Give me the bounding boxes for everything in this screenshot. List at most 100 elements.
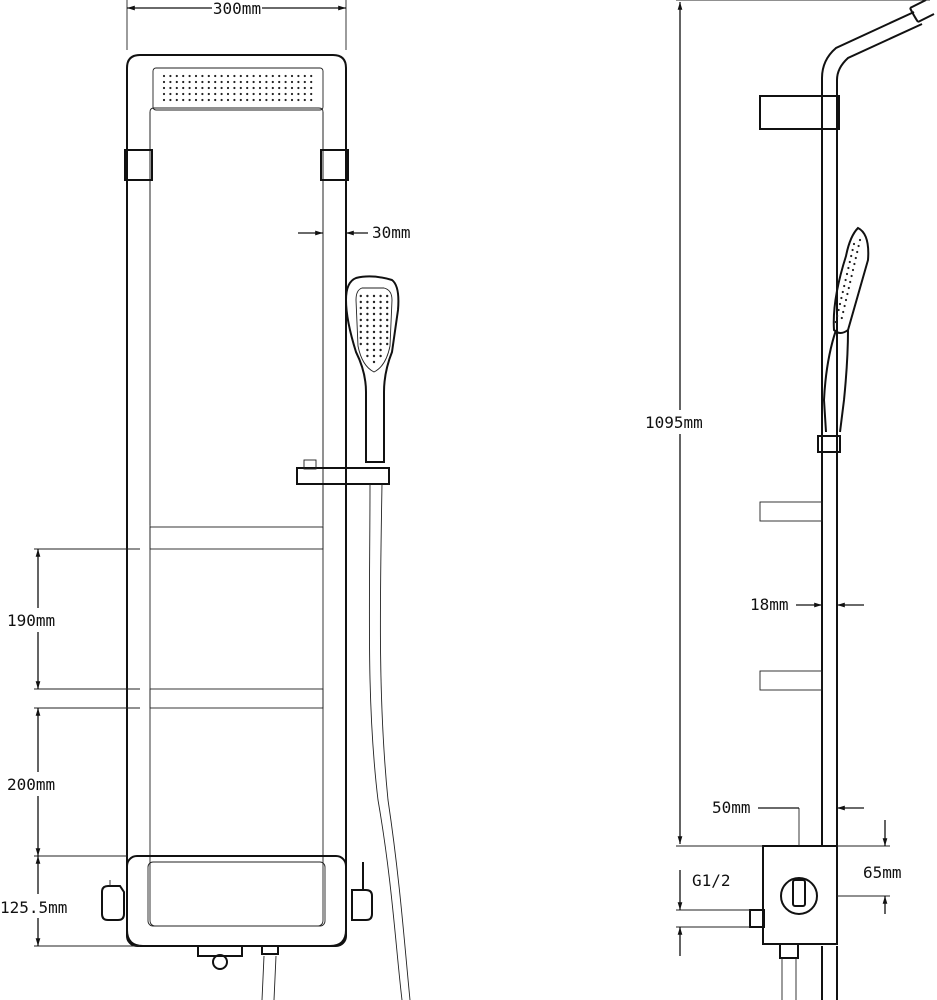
rain-nozzle: [271, 86, 274, 90]
rain-nozzle: [201, 98, 204, 102]
panel-inner-opening: [149, 107, 324, 927]
rain-nozzle: [265, 80, 268, 84]
side-nozzle: [840, 296, 843, 300]
rain-nozzle: [207, 92, 210, 96]
rain-nozzle: [310, 74, 313, 78]
rain-nozzle: [220, 92, 223, 96]
rain-nozzle: [162, 80, 166, 84]
rain-nozzle: [162, 86, 166, 90]
hand-nozzle: [359, 312, 362, 316]
side-nozzle: [848, 260, 851, 264]
rain-nozzle: [284, 92, 287, 96]
hand-nozzle: [379, 342, 382, 346]
rain-nozzle: [284, 98, 287, 102]
rain-nozzle: [297, 86, 300, 90]
bottom-outlet-nut: [212, 954, 228, 970]
hand-nozzle: [379, 324, 382, 328]
rain-nozzle: [201, 80, 204, 84]
side-nozzle: [844, 298, 848, 302]
rain-nozzle: [271, 74, 274, 78]
rain-nozzle: [214, 98, 217, 102]
rain-nozzle: [182, 98, 185, 102]
side-nozzle: [843, 284, 846, 288]
side-nozzle: [838, 302, 842, 306]
side-nozzle: [843, 304, 846, 308]
rain-nozzle: [303, 74, 306, 78]
rain-nozzle: [258, 98, 262, 102]
height-label: 1095mm: [645, 413, 703, 432]
rain-nozzle: [252, 80, 255, 84]
hand-nozzle: [372, 318, 376, 322]
rain-nozzle: [194, 86, 198, 90]
rain-nozzle: [278, 86, 281, 90]
rain-nozzle: [169, 74, 172, 78]
hand-nozzle: [359, 318, 362, 322]
hand-nozzle: [359, 306, 362, 310]
hand-nozzle: [372, 342, 376, 346]
shower-hose-outer: [368, 483, 403, 1000]
hand-nozzle: [359, 330, 362, 334]
rain-nozzle: [252, 98, 255, 102]
panel-outer-frame: [126, 54, 347, 947]
rain-nozzle: [246, 86, 249, 90]
front-view: 300mm 30mm 190mm 200mm 125.5mm: [0, 0, 411, 1000]
rain-nozzle: [194, 80, 198, 84]
rain-nozzle: [290, 98, 294, 102]
hand-nozzle: [386, 336, 389, 340]
side-valve-lever[interactable]: [792, 879, 806, 907]
hand-nozzle: [379, 318, 382, 322]
rain-nozzle: [233, 92, 236, 96]
rain-nozzle: [175, 92, 178, 96]
holder-knob: [303, 459, 317, 470]
side-nozzle: [858, 238, 862, 242]
rain-nozzle: [258, 80, 262, 84]
rain-nozzle: [265, 98, 268, 102]
hand-nozzle: [366, 324, 369, 328]
side-hand-shower-head[interactable]: [832, 226, 870, 334]
rain-nozzle: [214, 80, 217, 84]
hand-shower-holder[interactable]: [296, 467, 390, 485]
rain-nozzle: [207, 74, 210, 78]
hand-nozzle: [366, 348, 369, 352]
rain-nozzle: [252, 92, 255, 96]
hand-nozzle: [386, 306, 389, 310]
base-height-label: 125.5mm: [0, 898, 67, 917]
left-control-knob[interactable]: [101, 885, 125, 921]
rain-nozzle: [201, 92, 204, 96]
rain-nozzle: [310, 98, 313, 102]
hand-nozzle: [386, 300, 389, 304]
side-hand-shower-handle: [822, 329, 849, 433]
rain-nozzle: [194, 74, 198, 78]
rain-nozzle: [284, 80, 287, 84]
hand-shower[interactable]: [344, 275, 400, 463]
side-valve-knob[interactable]: [780, 877, 818, 915]
rain-nozzle: [201, 86, 204, 90]
rain-nozzle: [207, 86, 210, 90]
rain-nozzle: [207, 98, 210, 102]
hand-nozzle: [366, 306, 369, 310]
hand-nozzle: [359, 324, 362, 328]
hand-nozzle: [386, 294, 389, 298]
overhead-arm: [821, 11, 923, 92]
rain-nozzle: [194, 92, 198, 96]
rain-nozzle: [226, 98, 230, 102]
rain-nozzle: [284, 74, 287, 78]
rain-nozzle: [169, 80, 172, 84]
rain-nozzle: [207, 80, 210, 84]
side-inlet: [749, 909, 765, 928]
side-shelf-upper: [759, 501, 823, 522]
side-valve-box: [762, 845, 838, 945]
top-wall-bracket: [759, 95, 840, 130]
rain-nozzle: [246, 80, 249, 84]
side-hand-shower-nozzles: [834, 238, 862, 324]
rain-nozzle: [258, 74, 262, 78]
rain-nozzle: [214, 74, 217, 78]
rain-nozzle: [290, 92, 294, 96]
width-label: 300mm: [213, 0, 261, 18]
rain-nozzle: [233, 80, 236, 84]
rain-nozzle: [303, 98, 306, 102]
right-control-knob[interactable]: [351, 889, 373, 921]
rain-nozzle: [271, 98, 274, 102]
rain-nozzle: [265, 92, 268, 96]
rain-nozzle: [194, 98, 198, 102]
